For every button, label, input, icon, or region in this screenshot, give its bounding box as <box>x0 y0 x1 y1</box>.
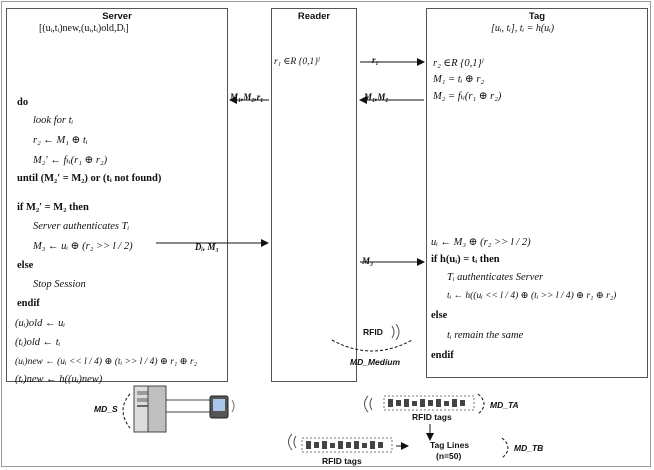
server-title: Server <box>102 11 132 22</box>
tag-if: if h(uᵢ) = tᵢ then <box>431 254 500 265</box>
rfid-tags-strip-2 <box>288 433 393 453</box>
tag-endif: endif <box>431 350 454 361</box>
tag-ui: uᵢ ← M₃ ⊕ (r₂ >> l / 2) <box>431 237 531 248</box>
msg-r1-label: r₁ <box>372 55 379 65</box>
msg-m1m2r1-label: M₁,M₂,r₁ <box>230 92 264 102</box>
msg-m3-label: M₃ <box>362 256 374 266</box>
md-ta-arc <box>477 393 485 415</box>
md-s-arc <box>122 393 131 429</box>
server-m3: M₃ ← uᵢ ⊕ (r₂ >> l / 2) <box>33 241 133 252</box>
tag-header: [uᵢ, tᵢ], tᵢ = h(uᵢ) <box>491 23 555 34</box>
tag-m1: M₁ = tᵢ ⊕ r₂ <box>433 74 485 85</box>
server-header: [(uᵢ,tᵢ)new,(uᵢ,tᵢ)old,Dᵢ] <box>39 23 129 34</box>
tag-r2: r₂ ∈R {0,1}ˡ <box>433 58 484 69</box>
server-r2: r₂ ← M₁ ⊕ tᵢ <box>33 135 88 146</box>
server-auth: Server authenticates Tᵢ <box>33 221 130 232</box>
rfid-label: RFID <box>363 327 383 337</box>
tag-lines-label: Tag Lines <box>430 440 470 450</box>
tag-same: tᵢ remain the same <box>447 330 524 341</box>
tag-count-label: (n=50) <box>436 451 462 461</box>
reader-title: Reader <box>297 11 331 22</box>
tag-else: else <box>431 310 448 321</box>
server-told: (tᵢ)old ← tᵢ <box>15 337 61 348</box>
server-m2: M₂′ ← fₜᵢ(r₁ ⊕ r₂) <box>33 155 108 166</box>
md-ta-label: MD_TA <box>490 400 519 410</box>
server-uold: (uᵢ)old ← uᵢ <box>15 318 65 329</box>
server-header-text: [(uᵢ,tᵢ)new,(uᵢ,tᵢ)old,Dᵢ] <box>39 23 129 34</box>
tag-m2: M₂ = fₜᵢ(r₁ ⊕ r₂) <box>433 91 502 102</box>
tag-title: Tag <box>528 11 546 22</box>
server-do: do <box>17 97 29 108</box>
server-until: until (M₂′ = M₂) or (tᵢ not found) <box>17 173 162 184</box>
reader-device-icon <box>209 395 235 419</box>
md-s-label: MD_S <box>94 404 118 414</box>
tag-tupd: tᵢ ← h((uᵢ << l / 4) ⊕ (tᵢ >> l / 4) ⊕ r… <box>447 291 617 301</box>
md-medium-arc <box>331 339 413 352</box>
rfid-tags-label-1: RFID tags <box>412 412 452 422</box>
md-tb-arc <box>501 437 509 459</box>
server-panel: Server [(uᵢ,tᵢ)new,(uᵢ,tᵢ)old,Dᵢ] do loo… <box>6 8 228 385</box>
md-medium-label: MD_Medium <box>350 357 401 367</box>
server-if: if M₂′ = M₂ then <box>17 202 89 213</box>
server-unew: (uᵢ)new ← (uᵢ << l / 4) ⊕ (tᵢ >> l / 4) … <box>15 357 198 367</box>
md-tb-label: MD_TB <box>514 443 544 453</box>
msg-m1m2-label: M₁,M₂ <box>364 92 389 102</box>
server-else: else <box>17 260 34 271</box>
rfid-wave-icon <box>391 323 400 341</box>
server-endif: endif <box>17 298 40 309</box>
reader-r1: r₁ ∈R {0,1}ˡ <box>274 57 320 67</box>
server-computer-icon <box>133 385 167 433</box>
server-tnew: (tᵢ)new ← h((uᵢ)new) <box>15 374 103 385</box>
msg-dim3-label: Dᵢ, M₃ <box>195 242 219 252</box>
reader-panel: Reader r₁ ∈R {0,1}ˡ <box>271 8 357 382</box>
server-stop: Stop Session <box>33 279 86 290</box>
rfid-tags-strip-1 <box>364 395 475 413</box>
server-look-for: look for tᵢ <box>33 115 74 126</box>
tag-panel: Tag [uᵢ, tᵢ], tᵢ = h(uᵢ) r₂ ∈R {0,1}ˡ M₁… <box>426 8 648 378</box>
tag-auth: Tᵢ authenticates Server <box>447 272 544 283</box>
rfid-tags-label-2: RFID tags <box>322 456 362 466</box>
